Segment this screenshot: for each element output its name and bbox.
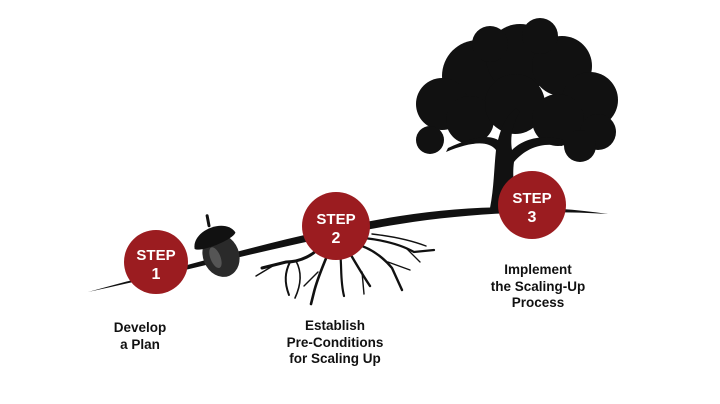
step-2-caption-line-2: Pre-Conditions (286, 334, 384, 350)
step-1-caption: Develop a Plan (114, 320, 167, 353)
step-2-caption: Establish Pre-Conditions for Scaling Up (287, 318, 384, 368)
tree-trunk (446, 108, 564, 208)
step-2-label: STEP (316, 211, 355, 228)
step-3-caption-line-2: the Scaling-Up (490, 278, 586, 294)
step-1-caption-line-2: a Plan (120, 336, 160, 352)
step-2-badge: STEP 2 (302, 192, 370, 260)
step-2-caption-line-3: for Scaling Up (289, 351, 381, 366)
step-2-circle (302, 192, 370, 260)
step-3-caption-line-1: Implement (504, 262, 572, 277)
step-3-label: STEP (512, 190, 551, 207)
acorn-icon (194, 214, 240, 277)
step-1-number: 1 (152, 266, 161, 283)
step-3-circle (498, 171, 566, 239)
tree-canopy (416, 18, 618, 162)
step-2-caption-line-1: Establish (304, 318, 366, 333)
step-3-number: 3 (528, 209, 537, 226)
step-3-caption: Implement the Scaling-Up Process (491, 262, 586, 312)
step-1-badge: STEP 1 (124, 230, 188, 294)
step-1-label: STEP (136, 247, 175, 264)
step-1-caption-line-1: Develop (113, 320, 167, 335)
step-1-circle (124, 230, 188, 294)
step-3-badge: STEP 3 (498, 171, 566, 239)
step-2-number: 2 (332, 230, 341, 247)
step-3-caption-line-3: Process (511, 295, 565, 310)
tree-icon (416, 18, 618, 208)
